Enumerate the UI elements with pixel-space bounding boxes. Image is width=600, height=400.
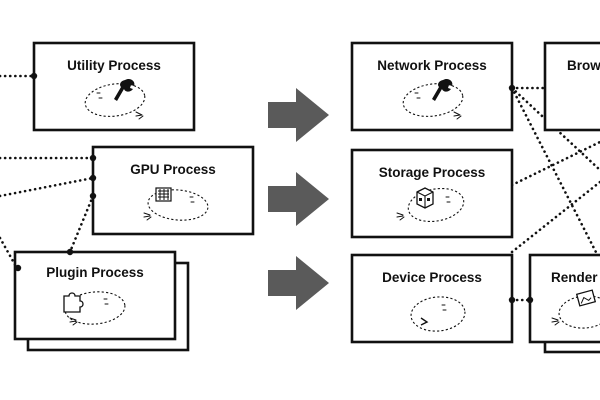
picture-icon [575, 289, 597, 307]
gpu-process-box: GPU Process [89, 145, 255, 236]
arrow-right-icon [268, 256, 329, 310]
device-process-title: Device Process [382, 270, 482, 285]
connector-storage-cross [510, 140, 600, 187]
arrow-right-icon [268, 88, 329, 142]
chip-icon [155, 187, 172, 202]
network-process-box: Network Process [350, 41, 516, 132]
storage-process-box: Storage Process [350, 148, 514, 239]
plugin-process-box: Plugin Process [13, 248, 190, 352]
renderer-process-title: Render [551, 270, 598, 285]
connector-gpu-plugin [68, 194, 95, 254]
browser-process-box: Brow [543, 41, 600, 132]
storage-cube-icon [416, 187, 434, 209]
connector-gpu-left-b [0, 176, 95, 198]
arrow-right-icon [268, 172, 329, 226]
connector-device-cross [510, 180, 600, 254]
connector-network-renderer-a [510, 86, 600, 262]
network-process-title: Network Process [377, 58, 487, 73]
device-process-box: Device Process [350, 253, 516, 344]
utility-process-box: Utility Process [30, 41, 196, 132]
plugin-process-title: Plugin Process [46, 265, 144, 280]
device-icon [420, 317, 429, 326]
gpu-process-title: GPU Process [130, 162, 216, 177]
arrows [268, 88, 329, 310]
puzzle-piece-icon [63, 292, 84, 313]
wrench-icon [432, 78, 453, 101]
utility-process-title: Utility Process [67, 58, 161, 73]
renderer-process-box: Render [526, 253, 600, 354]
storage-process-title: Storage Process [379, 165, 486, 180]
wrench-icon [114, 78, 135, 101]
browser-process-title: Brow [567, 58, 600, 73]
